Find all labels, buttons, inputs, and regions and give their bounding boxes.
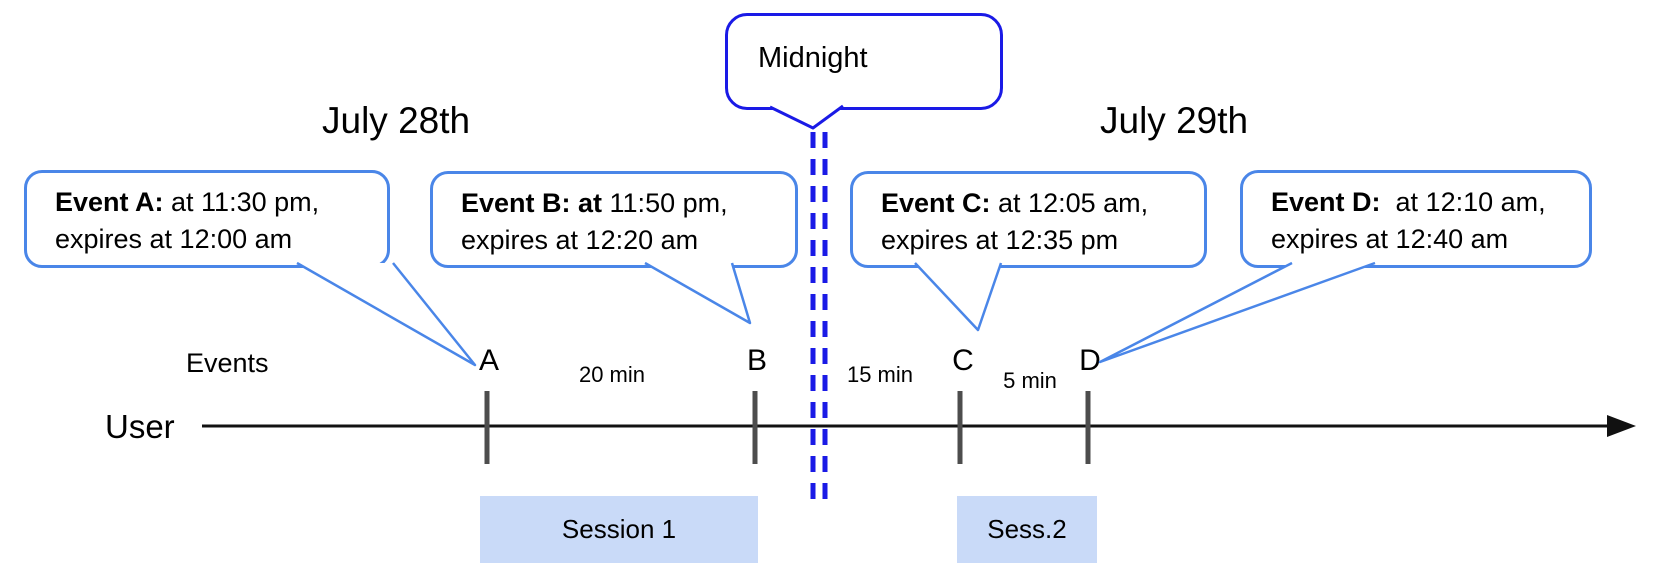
session-1-bar: Session 1 xyxy=(480,496,758,563)
tick-label-b: B xyxy=(746,344,768,377)
event-d-callout-bubble: Event D: at 12:10 am,expires at 12:40 am xyxy=(1240,170,1592,268)
event-c-callout-tail xyxy=(914,262,1003,332)
date-label-july-28: July 28th xyxy=(322,100,471,141)
event-a-text: Event A: at 11:30 pm,expires at 12:00 am xyxy=(55,187,320,254)
event-b-text: Event B: at 11:50 pm,expires at 12:20 am xyxy=(461,188,728,255)
tick-label-c: C xyxy=(952,344,974,377)
event-b-callout-bubble: Event B: at 11:50 pm,expires at 12:20 am xyxy=(430,171,798,268)
user-axis-label: User xyxy=(105,408,175,445)
tick-label-d: D xyxy=(1079,344,1101,377)
event-b-callout-tail xyxy=(644,261,752,325)
interval-label-15min: 15 min xyxy=(846,362,914,387)
midnight-label: Midnight xyxy=(758,42,868,74)
event-a-callout-bubble: Event A: at 11:30 pm,expires at 12:00 am xyxy=(24,170,390,268)
date-label-july-29: July 29th xyxy=(1100,100,1249,141)
event-c-callout-bubble: Event C: at 12:05 am,expires at 12:35 pm xyxy=(850,171,1207,268)
tick-label-a: A xyxy=(478,344,500,377)
session-2-label: Sess.2 xyxy=(987,514,1067,544)
session-2-bar: Sess.2 xyxy=(957,496,1097,563)
interval-label-20min: 20 min xyxy=(578,362,646,387)
event-d-callout-tail xyxy=(1098,261,1376,364)
session-1-label: Session 1 xyxy=(561,514,677,544)
event-d-text: Event D: at 12:10 am,expires at 12:40 am xyxy=(1271,187,1546,254)
midnight-callout-bubble: Midnight xyxy=(725,13,1003,110)
events-axis-label: Events xyxy=(186,348,269,378)
interval-label-5min: 5 min xyxy=(1003,368,1057,393)
event-a-callout-tail xyxy=(296,261,477,367)
timeline-arrowhead xyxy=(1607,415,1636,437)
event-c-text: Event C: at 12:05 am,expires at 12:35 pm xyxy=(881,188,1149,255)
